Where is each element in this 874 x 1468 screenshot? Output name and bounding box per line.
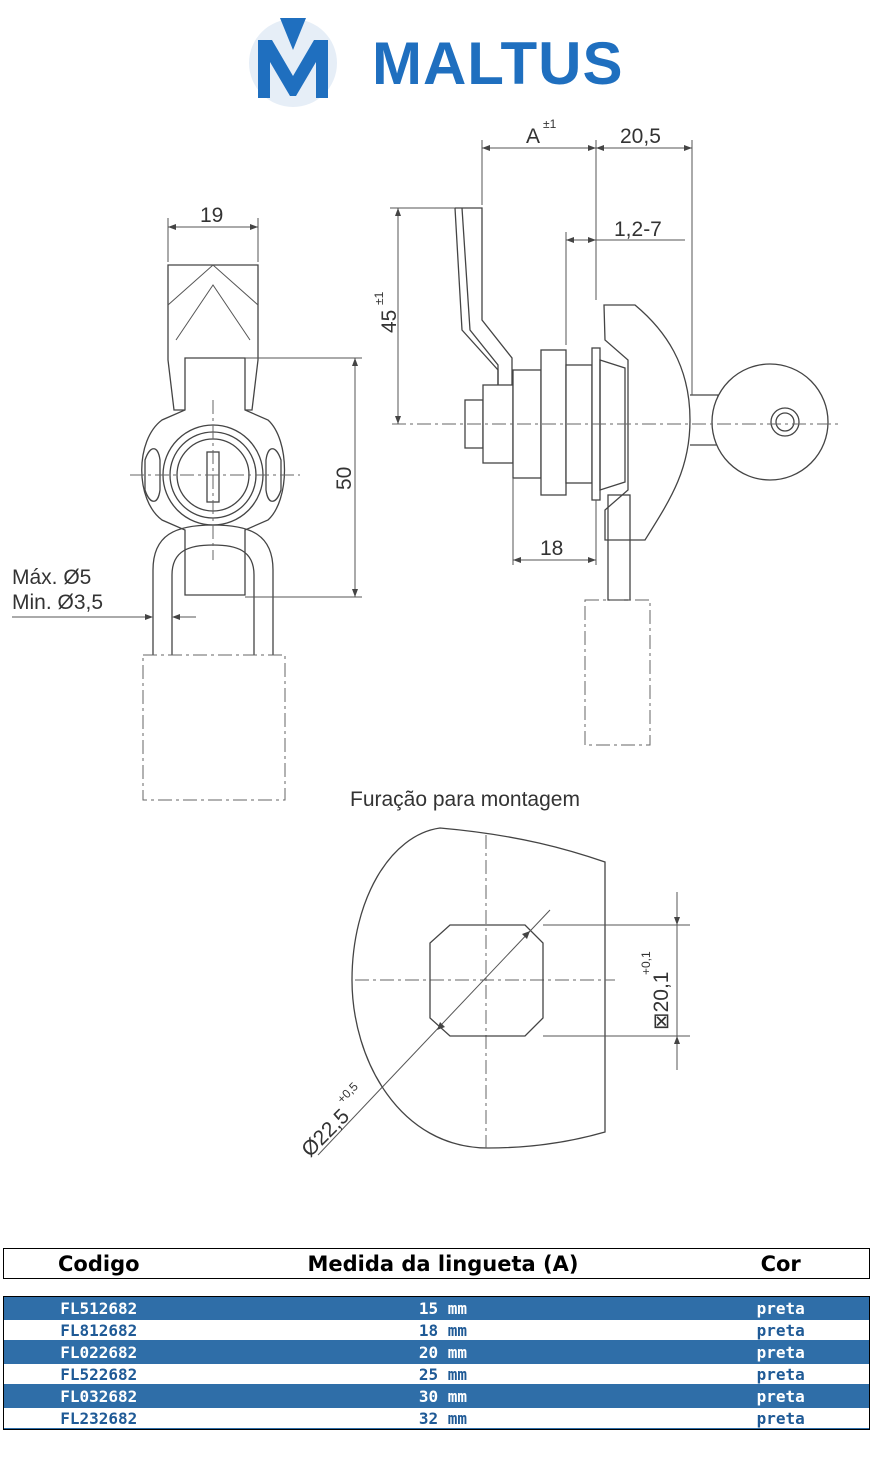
maltus-logo: MALTUS [249, 18, 624, 107]
cell-medida: 20 mm [418, 1342, 468, 1362]
table-row: FL032682 30 mm preta [4, 1385, 869, 1407]
cell-codigo: FL022682 [60, 1342, 138, 1362]
dim-1-2-7: 1,2-7 [614, 218, 662, 241]
dim-a: A [526, 125, 540, 148]
mounting-diameter: Ø22,5 [297, 1105, 354, 1162]
cell-cor: preta [756, 1408, 805, 1428]
dim-45-tol: ±1 [372, 291, 386, 305]
cell-medida: 32 mm [418, 1408, 468, 1428]
front-view: 19 50 Máx. Ø5 Min. Ø3,5 [12, 204, 362, 801]
cell-medida: 15 mm [418, 1298, 468, 1318]
dim-20-5: 20,5 [620, 125, 661, 148]
dim-18: 18 [540, 537, 563, 560]
cell-cor: preta [756, 1364, 805, 1384]
cell-medida: 18 mm [418, 1320, 468, 1340]
dim-45: 45 [378, 310, 401, 333]
table-row: FL232682 32 mm preta [4, 1407, 869, 1429]
header-medida: Medida da lingueta (A) [307, 1251, 579, 1276]
table-row: FL022682 20 mm preta [4, 1341, 869, 1363]
cell-medida: 25 mm [418, 1364, 468, 1384]
cell-cor: preta [756, 1298, 805, 1318]
cell-codigo: FL812682 [60, 1320, 138, 1340]
dim-50: 50 [333, 467, 356, 490]
spec-table: Codigo Medida da lingueta (A) Cor FL5126… [3, 1248, 870, 1430]
header-codigo: Codigo [58, 1251, 140, 1276]
dim-wire-max: Máx. Ø5 [12, 566, 91, 589]
technical-drawing: MALTUS 19 50 [12, 18, 840, 1162]
mounting-diameter-tol: +0,5 [334, 1079, 361, 1106]
mounting-hole-view: Furação para montagem Ø22,5 +0,5 ⊠20,1 +… [297, 788, 690, 1162]
side-view: A ±1 20,5 1,2-7 45 ±1 18 [372, 117, 840, 746]
dim-19: 19 [200, 204, 223, 227]
mounting-square-tol: +0,1 [639, 951, 653, 975]
cell-medida: 30 mm [418, 1386, 468, 1406]
dim-a-tol: ±1 [543, 117, 557, 131]
cell-codigo: FL032682 [60, 1386, 138, 1406]
cell-codigo: FL512682 [60, 1298, 138, 1318]
mounting-square: ⊠20,1 [650, 972, 673, 1030]
dim-wire-min: Min. Ø3,5 [12, 591, 103, 614]
cell-cor: preta [756, 1320, 805, 1340]
table-row: FL812682 18 mm preta [4, 1319, 869, 1341]
table-header: Codigo Medida da lingueta (A) Cor [3, 1248, 870, 1279]
cell-cor: preta [756, 1386, 805, 1406]
mounting-title: Furação para montagem [350, 788, 580, 811]
header-cor: Cor [760, 1251, 801, 1276]
cell-codigo: FL232682 [60, 1408, 138, 1428]
table-row: FL522682 25 mm preta [4, 1363, 869, 1385]
cell-codigo: FL522682 [60, 1364, 138, 1384]
cell-cor: preta [756, 1342, 805, 1362]
table-body: FL512682 15 mm preta FL812682 18 mm pret… [3, 1296, 870, 1430]
table-row: FL512682 15 mm preta [4, 1297, 869, 1319]
logo-text: MALTUS [372, 30, 624, 97]
